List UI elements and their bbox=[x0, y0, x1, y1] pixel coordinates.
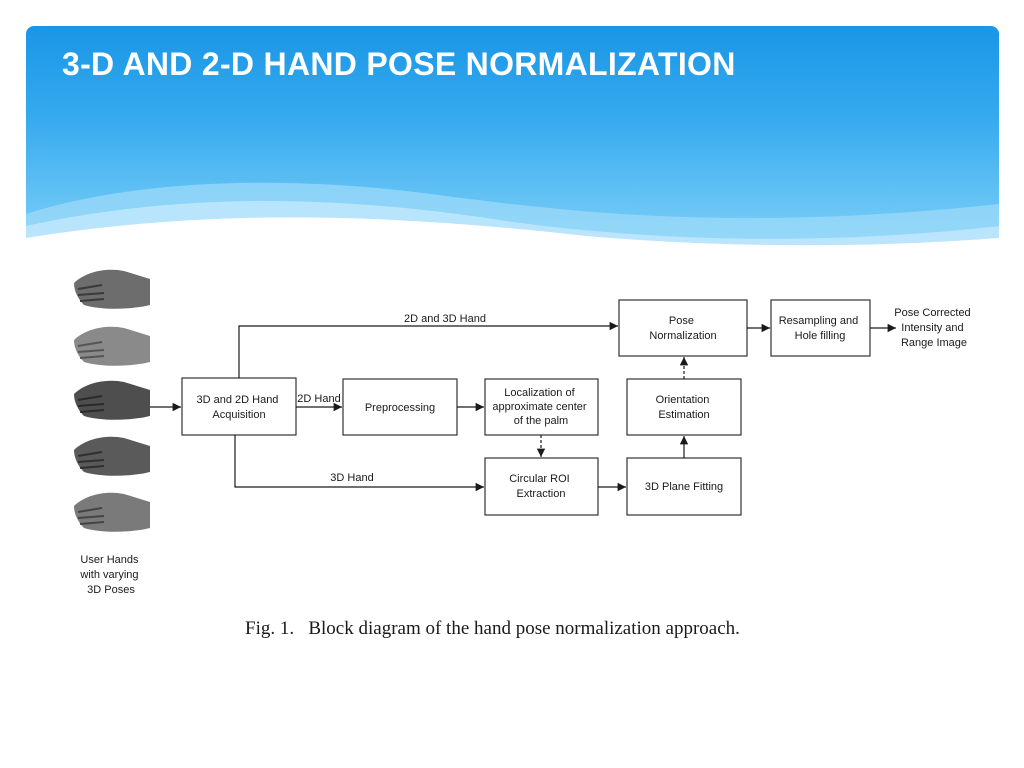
output-label: Pose Corrected Intensity and Range Image bbox=[894, 307, 974, 349]
hand-image bbox=[74, 269, 150, 309]
localization-box bbox=[484, 378, 599, 436]
preprocessing-label: Preprocessing bbox=[365, 402, 435, 414]
resampling-label: Resampling and Hole filling bbox=[779, 315, 862, 342]
hand-image bbox=[74, 436, 150, 476]
roi-label: Circular ROI Extraction bbox=[509, 473, 573, 500]
localization-label: Localization of approximate center of th… bbox=[492, 387, 589, 427]
banner-wave-decoration bbox=[26, 182, 999, 246]
roi-box bbox=[484, 457, 599, 516]
edge-label-3d-hand: 3D Hand bbox=[330, 472, 373, 484]
edge-label-2d-hand: 2D Hand bbox=[297, 393, 340, 405]
edge-label-2d-3d-hand: 2D and 3D Hand bbox=[404, 313, 486, 325]
preprocessing-box bbox=[342, 378, 458, 436]
orientation-box bbox=[626, 378, 742, 436]
hand-image bbox=[74, 492, 150, 532]
title-banner bbox=[26, 26, 999, 246]
user-hands-label: User Hands with varying 3D Poses bbox=[79, 554, 141, 596]
pose-normalization-box bbox=[618, 299, 748, 357]
edge-acquisition-to-roi bbox=[234, 435, 484, 492]
hand-image bbox=[74, 380, 150, 420]
resampling-box bbox=[770, 299, 871, 357]
hand-image bbox=[74, 326, 150, 366]
acquisition-box bbox=[181, 377, 297, 436]
hand-images bbox=[74, 269, 150, 532]
edge-acquisition-to-pose bbox=[238, 321, 618, 378]
figure-caption: Fig. 1. Block diagram of the hand pose n… bbox=[245, 618, 740, 639]
slide-title: 3-D AND 2-D HAND POSE NORMALIZATION bbox=[62, 46, 736, 82]
acquisition-label: 3D and 2D Hand Acquisition bbox=[196, 394, 281, 421]
plane-fitting-label: 3D Plane Fitting bbox=[645, 481, 723, 493]
orientation-label: Orientation Estimation bbox=[656, 394, 713, 421]
pose-normalization-label: Pose Normalization bbox=[649, 315, 716, 342]
